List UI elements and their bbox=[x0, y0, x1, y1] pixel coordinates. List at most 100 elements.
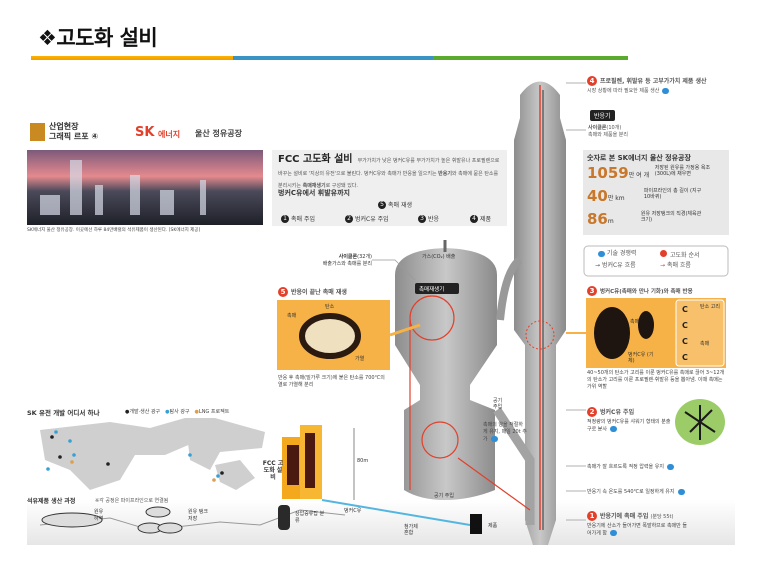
check-icon bbox=[610, 426, 617, 432]
step-number: 5 bbox=[378, 200, 386, 209]
step3-bunker-label: 벙커C유 (기체) bbox=[628, 352, 654, 364]
catalyst-regenerator bbox=[395, 248, 497, 500]
photo-caption: SK에너지 울산 정유공장. 이곳에선 하루 84만배럴의 석유제품이 생산된다… bbox=[27, 228, 201, 233]
flow-title: 벙커C유에서 휘발유까지 bbox=[278, 189, 350, 197]
stats-box-bg bbox=[583, 150, 729, 235]
fcc-desc-2: 와 촉매에 묻은 탄소를 분리시키는 bbox=[278, 171, 499, 189]
legend-tech: 기술 경쟁력 bbox=[595, 250, 636, 258]
pipeline-line bbox=[39, 509, 346, 531]
stat-desc: 원유 저장탱크의 직경(체육관 크기) bbox=[640, 211, 702, 223]
step5-desc: 반응 후 촉매(밀가루 크기)에 붙은 탄소를 700℃의 열로 가열해 분리 bbox=[278, 375, 385, 388]
bunker-molecule bbox=[594, 307, 630, 359]
step3-carbon-ring: 탄소 고리 bbox=[700, 304, 720, 310]
height-label: 80m bbox=[357, 458, 369, 464]
step1-desc: 반응기에 산소가 들어가면 폭발하므로 촉매만 들어가게 함 bbox=[587, 523, 687, 538]
step4-desc: 시장 상황에 따라 필요한 제품 생산 bbox=[587, 87, 670, 95]
step5-title-text: 반응이 끝난 촉매 재생 bbox=[291, 289, 347, 296]
distill-label: 상압증류탑 분류 bbox=[295, 511, 325, 524]
stat-desc: 저장된 원유를 가정용 욕조 (300L)에 채우면 bbox=[654, 165, 711, 177]
step2-desc: 적정량의 벙커C유를 샤워기 형태의 분출구로 분사 bbox=[587, 419, 672, 434]
catalyst-amount-note: 촉매의 양을 적절하게 유지, 매일 20t 추가 bbox=[483, 422, 527, 444]
check-icon bbox=[662, 87, 670, 94]
legend-production: ●개발·생산 광구 bbox=[125, 408, 160, 415]
order-badge-icon bbox=[660, 250, 667, 257]
bunker-label: 벙커C유 bbox=[344, 508, 362, 514]
fcc-desc-regenerator: 촉매재생기 bbox=[302, 183, 326, 189]
regenerator-tag: 촉매재생기 bbox=[419, 287, 445, 293]
refinery-lights bbox=[40, 160, 206, 215]
catalyst-molecule bbox=[638, 311, 654, 339]
catalyst-flow-path bbox=[409, 320, 531, 511]
cyclone-desc: 촉매와 제품을 분리 bbox=[588, 132, 628, 138]
step1-title-text: 반응기에 촉매 주입 bbox=[600, 513, 649, 520]
series-title: 산업현장 그래픽 르포 ④ bbox=[49, 122, 98, 142]
legend-label: 탐사 광구 bbox=[169, 409, 190, 415]
title-bar-orange bbox=[31, 56, 233, 60]
step-number: 4 bbox=[470, 214, 478, 223]
step-label: 벙커C유 주입 bbox=[355, 216, 389, 223]
step4-title-text: 프로필렌, 휘발유 등 고부가가치 제품 생산 bbox=[600, 78, 707, 85]
map-title: SK 유전 개발 어디서 하나 bbox=[27, 409, 100, 417]
title-bar-blue bbox=[233, 56, 433, 60]
temperature-note: 반응기 속 온도를 540℃로 일정하게 유지 bbox=[587, 488, 685, 495]
check-icon bbox=[490, 436, 498, 442]
fcc-description: FCC 고도화 설비 부가가치가 낮은 벙커C유를 부가가치가 높은 휘발유나 … bbox=[278, 153, 504, 190]
gas-pump-icon bbox=[470, 514, 482, 534]
gas-out-label: 가스(CO₂) 배출 bbox=[422, 254, 456, 260]
legend-exploration: ●탐사 광구 bbox=[165, 408, 189, 415]
carbon-chain: C C C C bbox=[682, 302, 688, 366]
check-icon bbox=[677, 488, 685, 495]
map-legend: ●개발·생산 광구 ●탐사 광구 ●LNG 프로젝트 bbox=[125, 408, 229, 415]
step5-catalyst-label: 촉매 bbox=[287, 313, 297, 319]
step-label: 촉매 재생 bbox=[388, 202, 412, 209]
catalyst-return-pipe bbox=[493, 407, 535, 525]
step4-desc-text: 시장 상황에 따라 필요한 제품 생산 bbox=[587, 88, 660, 94]
legend-box bbox=[583, 245, 729, 277]
reactor-tag: 반응기 bbox=[590, 110, 615, 121]
arrow-right-icon: → bbox=[660, 262, 666, 269]
stat-unit: 만 km bbox=[607, 195, 625, 202]
regenerator-tag-bg bbox=[415, 283, 459, 294]
title-bar-green bbox=[433, 56, 628, 60]
step-number: 3 bbox=[418, 214, 426, 223]
slide-title: ❖고도화 설비 bbox=[38, 26, 158, 50]
step3-catalyst-ring: 촉매 bbox=[700, 341, 710, 347]
legend-label: 기술 경쟁력 bbox=[606, 250, 637, 257]
legend-label: 개발·생산 광구 bbox=[129, 409, 161, 415]
pressure-text: 촉매가 잘 흐르도록 적정 압력을 유지 bbox=[587, 464, 664, 470]
arrow-right-icon: → bbox=[595, 262, 601, 269]
carbon-atom: C bbox=[682, 321, 688, 330]
cyclone-count: (32개) bbox=[357, 254, 372, 260]
legend-catalyst-flow: → 촉매 흐름 bbox=[660, 262, 691, 270]
crude-unload-label: 원유 하역 bbox=[94, 509, 104, 522]
cyclone32-callout: 사이클론(32개) 배출가스와 촉매를 분리 bbox=[312, 254, 372, 268]
cyclone-title: 사이클론 bbox=[338, 254, 358, 260]
cyclone10-callout: 사이클론(10개) 촉매와 제품을 분리 bbox=[588, 125, 628, 139]
air-in-upper: 공기 주입 bbox=[493, 398, 503, 410]
sk-energy-logo-text: 에너지 bbox=[158, 130, 181, 139]
fcc-desc-3: 로 구성돼 있다. bbox=[325, 183, 358, 189]
pressure-note: 촉매가 잘 흐르도록 적정 압력을 유지 bbox=[587, 463, 674, 470]
refinery-photo bbox=[27, 150, 263, 225]
catalyst-amount-text: 촉매의 양을 적절하게 유지, 매일 20t 추가 bbox=[483, 422, 527, 443]
legend-label: 벙커C유 흐름 bbox=[601, 262, 636, 269]
regen-lower-loop bbox=[421, 421, 459, 459]
dot-icon: ● bbox=[165, 409, 170, 415]
carbon-chain-panel bbox=[675, 299, 725, 367]
legend-label: 고도화 순서 bbox=[670, 252, 700, 259]
series-line2: 그래픽 르포 ④ bbox=[49, 132, 99, 141]
step5-heat-label: 가열 bbox=[355, 356, 365, 362]
carbon-atom: C bbox=[682, 305, 688, 314]
step-number: 1 bbox=[281, 214, 289, 223]
process-title: 석유제품 생산 과정 bbox=[27, 498, 76, 505]
legend-order: 고도화 순서 bbox=[660, 250, 700, 260]
callout-lines bbox=[372, 82, 586, 521]
